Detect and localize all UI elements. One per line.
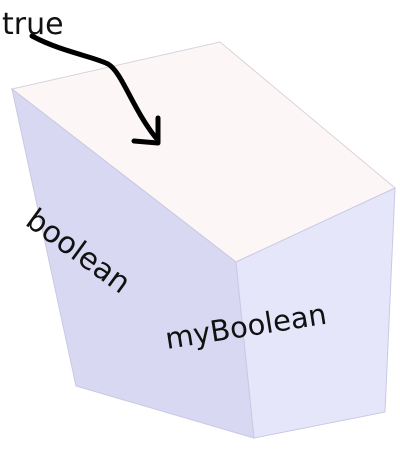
arrow-shaft: [29, 33, 159, 141]
arrow-icon: [29, 33, 161, 146]
arrow-label: true: [2, 7, 64, 42]
arrow-head: [131, 115, 161, 146]
box-front-face: [235, 187, 396, 439]
